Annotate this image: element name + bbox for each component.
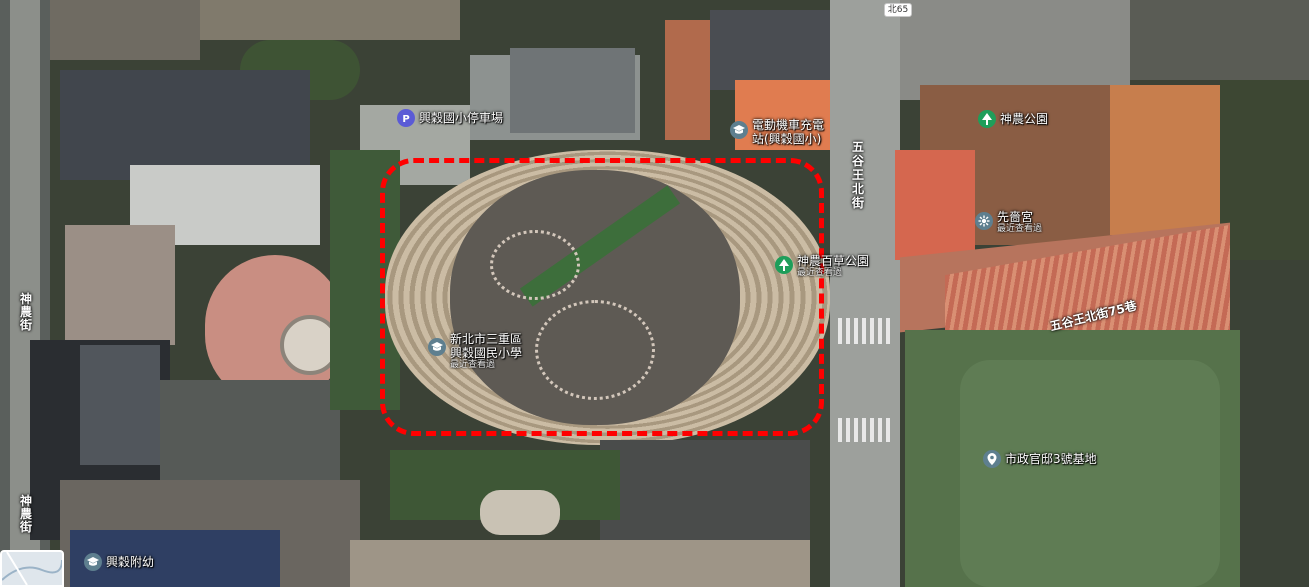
school-icon: [84, 553, 102, 571]
place-subtitle: 最近查看過: [997, 224, 1043, 234]
location-pin-icon: [983, 450, 1001, 468]
place-label-ev-charging[interactable]: 電動機車充電 站(興穀國小): [730, 118, 824, 146]
map-area-building: [200, 0, 460, 40]
map-area-parking-lot: [900, 0, 1130, 100]
map-area-building: [510, 48, 635, 133]
highlight-area: [380, 158, 824, 436]
place-subtitle: 最近查看過: [797, 268, 843, 278]
school-icon: [428, 338, 446, 356]
map-area-green-field: [960, 360, 1220, 587]
map-area-building: [1240, 300, 1309, 587]
road-crosswalk: [838, 318, 894, 344]
svg-text:P: P: [402, 114, 409, 124]
place-label-xinggu-kindergarten[interactable]: 興穀附幼: [84, 553, 154, 571]
map-area-building: [350, 540, 810, 587]
place-label-parking[interactable]: P 興穀國小停車場: [397, 109, 503, 127]
place-name-line1: 電動機車充電: [752, 118, 825, 132]
map-area-plaza-dots: [535, 300, 655, 400]
place-name-line2: 興穀國民小學: [450, 346, 523, 360]
place-label-shennong-park[interactable]: 神農公園: [978, 110, 1048, 128]
map-area-court: [480, 490, 560, 535]
map-area-building: [665, 20, 710, 140]
road-label-wugu-n-st[interactable]: 五谷王北街: [852, 140, 865, 210]
map-area-building: [65, 225, 175, 345]
map-area-solar-roof: [70, 530, 280, 587]
map-thumbnail-icon: [2, 552, 62, 585]
map-area-building: [60, 70, 310, 180]
place-name-line1: 新北市三重區: [450, 332, 523, 346]
map-area-building: [50, 0, 200, 60]
place-name-line2: 站(興穀國小): [752, 132, 822, 146]
map-area-building: [1130, 0, 1309, 80]
place-name: 神農百草公園: [797, 254, 870, 268]
map-area-plaza-dots: [490, 230, 580, 300]
place-label-xianse-temple[interactable]: 先嗇宮 最近查看過: [975, 210, 1042, 234]
road-crosswalk: [838, 418, 894, 442]
place-name: 市政官邸3號基地: [1005, 452, 1097, 466]
map-area-building: [735, 80, 830, 150]
place-name: 興穀國小停車場: [419, 111, 504, 125]
map-area-building: [80, 345, 160, 465]
place-label-city-hall-residence[interactable]: 市政官邸3號基地: [983, 450, 1097, 468]
map-layers-thumbnail[interactable]: [0, 550, 64, 587]
map-area-temple-roof: [895, 150, 975, 260]
parking-icon: P: [397, 109, 415, 127]
wugu-n-st-road: [830, 0, 900, 587]
road-label-shennong-st-lower[interactable]: 神農街: [20, 494, 33, 534]
road-label-shennong-st-upper[interactable]: 神農街: [20, 292, 33, 332]
road-shield-badge: 北65: [884, 3, 912, 17]
place-label-shennong-herb-park[interactable]: 神農百草公園 最近查看過: [775, 254, 869, 278]
place-name: 先嗇宮: [997, 210, 1034, 224]
place-name: 神農公園: [1000, 112, 1049, 126]
temple-icon: [975, 212, 993, 230]
place-label-xinggu-elementary[interactable]: 新北市三重區 興穀國民小學 最近查看過: [428, 332, 522, 370]
place-name: 興穀附幼: [106, 555, 155, 569]
map-area-building: [1220, 80, 1309, 260]
map-area-building: [710, 10, 840, 90]
tree-icon: [775, 256, 793, 274]
tree-icon: [978, 110, 996, 128]
map-area-building: [600, 440, 810, 540]
map-area-temple-roof: [1110, 85, 1220, 235]
place-subtitle: 最近查看過: [450, 360, 496, 370]
school-icon: [730, 121, 748, 139]
